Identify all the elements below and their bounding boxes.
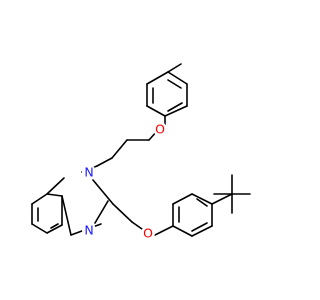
atom-label-o-lower: O	[141, 226, 155, 241]
nitrogen-label: N	[84, 165, 93, 180]
nitrogen-label: N	[84, 223, 93, 238]
oxygen-label: O	[155, 122, 165, 137]
bonds	[31, 63, 251, 237]
molecule-structure: N N O O	[31, 63, 251, 241]
atom-label-o-upper: O	[153, 122, 167, 137]
oxygen-label: O	[143, 226, 153, 241]
atom-label-n3: N	[82, 223, 96, 238]
atom-label-n1: N	[82, 165, 96, 180]
